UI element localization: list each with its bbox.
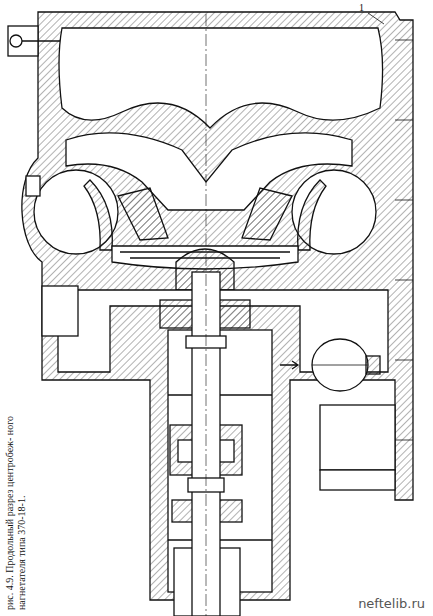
diffuser-vane: [242, 188, 292, 240]
side-box: [320, 470, 395, 490]
bolt: [10, 35, 22, 47]
fitting: [366, 356, 380, 374]
volute-left: [34, 170, 118, 254]
volute-tongue: [84, 180, 112, 250]
callout-number: 1: [359, 3, 364, 13]
figure-caption: рис. 4.9. Продольный разрез центробеж- н…: [4, 378, 27, 610]
volute-right: [292, 170, 376, 254]
left-fitting: [26, 176, 40, 196]
center-line: [206, 14, 207, 616]
impeller-blades: [120, 252, 290, 258]
diffuser-vane: [118, 188, 168, 240]
volute-tongue: [298, 180, 326, 250]
leader-line: [368, 13, 384, 24]
bolt-shank: [22, 40, 60, 41]
flange-bolts: [395, 40, 413, 440]
oil-element: [312, 339, 368, 391]
watermark: neftelib.ru: [358, 597, 425, 610]
oil-element-axis: [312, 365, 368, 366]
side-box: [320, 405, 395, 470]
inlet-chamber: [59, 28, 383, 128]
flow-arrow: [280, 361, 298, 369]
left-fitting: [42, 286, 78, 336]
